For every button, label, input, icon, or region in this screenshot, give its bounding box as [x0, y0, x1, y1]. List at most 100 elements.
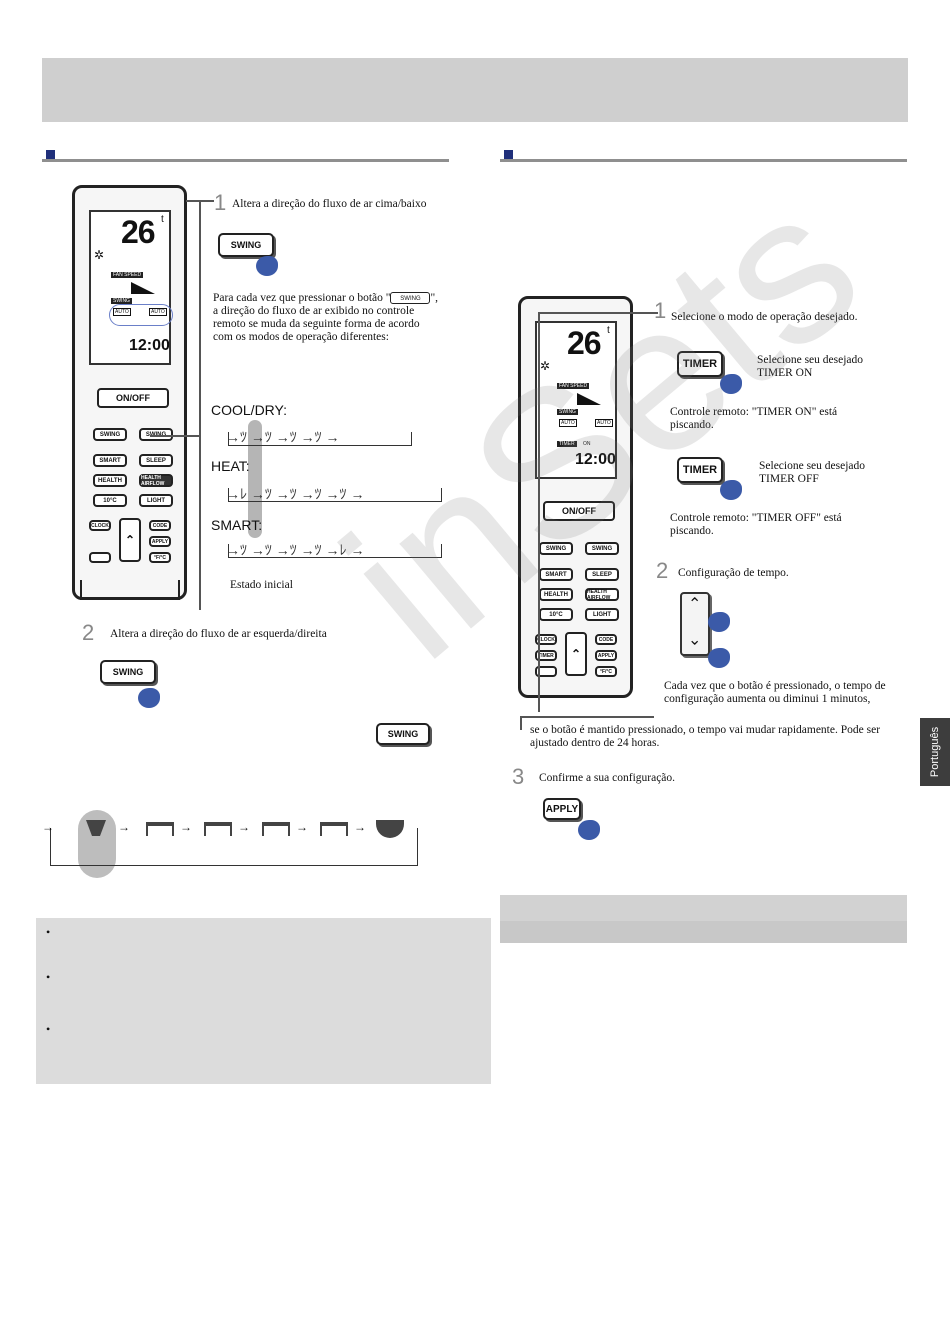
onoff-button[interactable]: ON/OFF [97, 388, 169, 408]
louver-left-icon [204, 822, 232, 836]
up-down-illustration: ⌃ ⌃ [680, 592, 710, 656]
clock-button[interactable]: CLOCK [89, 520, 111, 531]
light-button[interactable]: LIGHT [585, 608, 619, 621]
lcd-display: 26 t ✲ FAN SPEED SWING AUTO AUTO TIMER O… [535, 321, 617, 479]
lcd-auto2: AUTO [595, 419, 613, 427]
smart-button[interactable]: SMART [93, 454, 127, 467]
note-bullet-1: • [46, 925, 51, 939]
lcd-swing: SWING [557, 409, 578, 415]
lcd-fan-speed: FAN SPEED [557, 383, 590, 389]
arrow-right-icon: → [118, 820, 130, 834]
snowflake-icon: ✲ [94, 248, 105, 262]
left-step1-number: 1 [214, 190, 227, 215]
connector-line [538, 312, 658, 314]
right-step1-number: 1 [654, 298, 667, 323]
chevron-up-icon: ⌃ [570, 647, 582, 661]
lcd-auto2: AUTO [149, 308, 167, 316]
ten-c-button[interactable]: 10°C [93, 494, 127, 507]
right-section-heading [500, 150, 907, 162]
right-step3-number: 3 [512, 764, 525, 789]
step2-description-2: se o botão é mantido pressionado, o temp… [530, 724, 881, 749]
hand-press-icon [138, 688, 160, 708]
power-oval-button[interactable] [89, 552, 111, 563]
timer-on-status: Controle remoto: "TIMER ON" está piscand… [670, 406, 838, 431]
lcd-fan-speed: FAN SPEED [111, 272, 144, 278]
lr-sequence-loop [50, 828, 418, 866]
arrow-right-icon: → [354, 820, 366, 834]
mode-heat: HEAT: [211, 458, 250, 474]
apply-button[interactable]: APPLY [149, 536, 171, 547]
temp-unit-button[interactable]: °F/°C [595, 666, 617, 677]
highlight-bar [248, 420, 262, 538]
connector-line [150, 435, 200, 437]
power-oval-button[interactable] [535, 666, 557, 677]
sequence-smart: →ﾂ →ﾂ →ﾂ →ﾂ →ﾚ → [226, 542, 365, 558]
timer-off-instruction: Selecione seu desejado TIMER OFF [759, 460, 866, 485]
right-gray-bar-lower [500, 921, 907, 943]
connector-line [199, 200, 201, 610]
health-button[interactable]: HEALTH [93, 474, 127, 487]
swing-lr-button[interactable]: SWING [585, 542, 619, 555]
arrow-right-icon: → [296, 820, 308, 834]
lcd-time: 12:00 [575, 451, 616, 468]
hand-press-icon [708, 612, 730, 632]
temp-unit-button[interactable]: °F/°C [149, 552, 171, 563]
notes-box [36, 918, 491, 1084]
lcd-temp: 26 [567, 325, 602, 361]
connector-line [520, 716, 522, 730]
timer-illustration-button: TIMER [677, 457, 723, 483]
sleep-button[interactable]: SLEEP [139, 454, 173, 467]
sequence-heat-loop [228, 488, 442, 502]
lcd-swing: SWING [111, 298, 132, 304]
code-button[interactable]: CODE [595, 634, 617, 645]
lcd-auto1: AUTO [559, 419, 577, 427]
lcd-deg: t [607, 325, 610, 336]
smart-button[interactable]: SMART [539, 568, 573, 581]
left-section-heading [42, 150, 449, 162]
remote-control-left: 26 t ✲ FAN SPEED SWING AUTO AUTO 12:00 O… [72, 185, 187, 600]
louver-left-icon [146, 822, 174, 836]
left-step1-description: Para cada vez que pressionar o botão "SW… [213, 292, 439, 343]
note-bullet-2: • [46, 970, 51, 984]
up-down-button[interactable]: ⌃ [565, 632, 587, 676]
initial-state-label: Estado inicial [230, 579, 293, 591]
lcd-time: 12:00 [129, 337, 170, 354]
lcd-temp: 26 [121, 214, 156, 250]
swing-ud-button[interactable]: SWING [539, 542, 573, 555]
ten-c-button[interactable]: 10°C [539, 608, 573, 621]
sequence-heat: →ﾚ →ﾂ →ﾂ →ﾂ →ﾂ → [226, 486, 365, 502]
lcd-display: 26 t ✲ FAN SPEED SWING AUTO AUTO 12:00 [89, 210, 173, 365]
fan-bars-icon [131, 282, 155, 294]
swing-ud-illustration-button: SWING [218, 233, 274, 257]
sequence-smart-loop [228, 544, 442, 558]
arrow-right-icon: → [180, 820, 192, 834]
swing-ud-button[interactable]: SWING [93, 428, 127, 441]
right-step2-number: 2 [656, 558, 669, 583]
connector-line [520, 716, 654, 718]
connector-line [538, 312, 540, 712]
health-airflow-button[interactable]: HEALTH AIRFLOW [139, 474, 173, 487]
step2-description-1: Cada vez que o botão é pressionado, o te… [664, 680, 886, 705]
onoff-button[interactable]: ON/OFF [543, 501, 615, 521]
remote-battery-tab [80, 580, 180, 600]
sleep-button[interactable]: SLEEP [585, 568, 619, 581]
hand-press-icon [720, 374, 742, 394]
header-bar [42, 58, 908, 122]
apply-illustration-button: APPLY [543, 798, 581, 820]
timer-button[interactable]: TIMER [535, 650, 557, 661]
light-button[interactable]: LIGHT [139, 494, 173, 507]
left-step1-title: Altera a direção do fluxo de ar cima/bai… [232, 198, 427, 210]
swing-lr-button[interactable]: SWING [139, 428, 173, 441]
up-down-button[interactable]: ⌃ [119, 518, 141, 562]
lcd-on: ON [583, 441, 591, 447]
louver-front-icon [86, 820, 106, 836]
health-button[interactable]: HEALTH [539, 588, 573, 601]
note-bullet-3: • [46, 1022, 51, 1036]
health-airflow-button[interactable]: HEALTH AIRFLOW [585, 588, 619, 601]
apply-button[interactable]: APPLY [595, 650, 617, 661]
timer-illustration-button: TIMER [677, 351, 723, 377]
code-button[interactable]: CODE [149, 520, 171, 531]
mode-cool-dry: COOL/DRY: [211, 402, 287, 418]
clock-button[interactable]: CLOCK [535, 634, 557, 645]
lcd-timer: TIMER [557, 441, 577, 447]
